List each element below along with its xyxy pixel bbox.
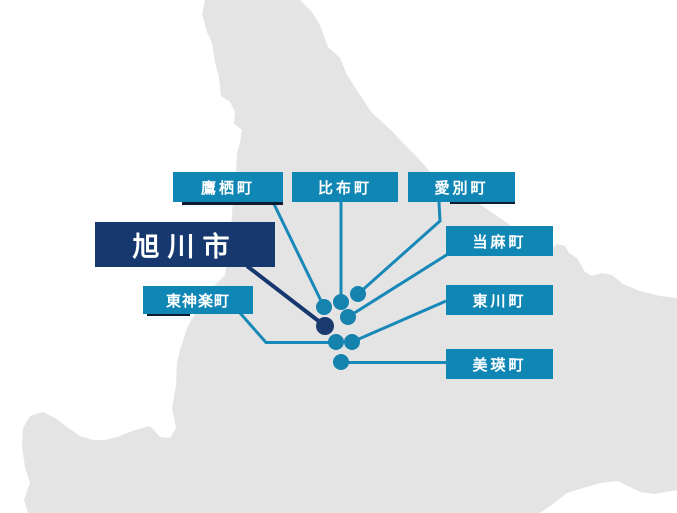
label-takasu[interactable]: 鷹栖町	[173, 172, 283, 202]
label-asahikawa-text: 旭川市	[132, 232, 238, 263]
label-takasu-text: 鷹栖町	[200, 178, 255, 197]
label-pippu[interactable]: 比布町	[292, 172, 398, 202]
label-higashikagura[interactable]: 東神楽町	[143, 286, 253, 314]
label-shadow-higashikagura	[147, 313, 190, 316]
connector-higashikawa	[351, 299, 447, 344]
region-silhouette	[22, 0, 677, 513]
dot-aibetsu	[350, 286, 366, 302]
label-pippu-text: 比布町	[317, 178, 372, 197]
dot-higashikawa	[344, 334, 360, 350]
label-shadow-takasu	[182, 202, 283, 205]
connector-asahikawa	[245, 264, 327, 328]
connector-takasu	[271, 201, 326, 308]
dot-tohma	[340, 309, 356, 325]
dot-pippu	[333, 294, 349, 310]
label-tohma[interactable]: 当麻町	[446, 226, 553, 256]
connector-tohma	[347, 252, 449, 319]
label-biei[interactable]: 美瑛町	[446, 349, 553, 379]
label-tohma-text: 当麻町	[472, 232, 527, 251]
connector-aibetsu	[357, 201, 442, 296]
label-higashikagura-text: 東神楽町	[165, 291, 230, 310]
label-aibetsu[interactable]: 愛別町	[408, 172, 515, 202]
dot-takasu	[316, 299, 332, 315]
dot-higashikagura	[328, 334, 344, 350]
dot-asahikawa	[316, 317, 334, 335]
connector-higashikagura	[238, 312, 336, 344]
label-higashikawa[interactable]: 東川町	[446, 285, 553, 315]
label-aibetsu-text: 愛別町	[434, 178, 489, 197]
label-biei-text: 美瑛町	[472, 355, 527, 374]
label-asahikawa[interactable]: 旭川市	[95, 222, 275, 267]
label-shadow-aibetsu	[450, 201, 515, 204]
dot-biei	[333, 354, 349, 370]
label-higashikawa-text: 東川町	[472, 291, 527, 310]
